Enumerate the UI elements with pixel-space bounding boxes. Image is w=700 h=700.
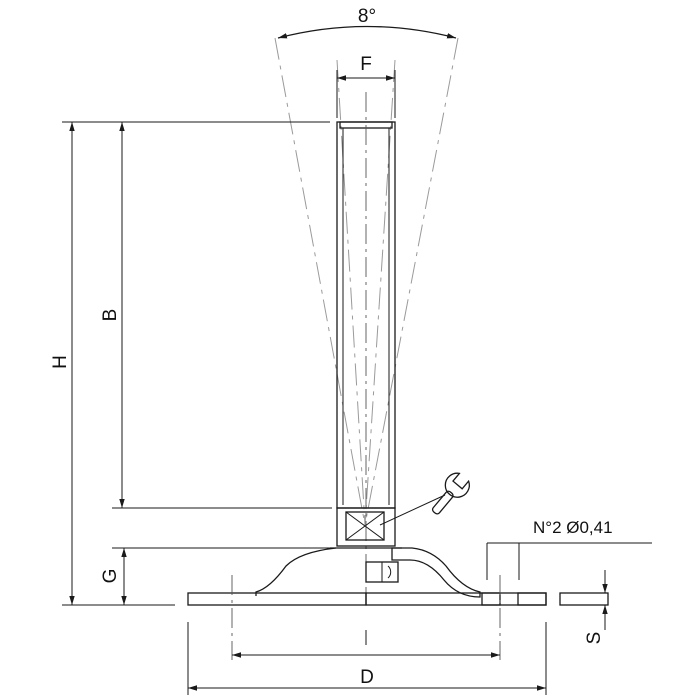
tilt-cone [274,37,459,526]
dimension-f-label: F [360,54,372,75]
hole-callout [486,542,652,580]
base-plate [187,575,609,660]
angle-label: 8° [358,6,376,27]
dimension-h-label: H [50,355,71,369]
base-cap [255,547,481,598]
dimension-g-label: G [100,569,121,584]
dimension-h [62,121,330,606]
wrench-icon [431,472,470,515]
hole-callout-label: N°2 Ø0,41 [533,518,613,537]
dimension-s-label: S [584,632,605,645]
dimension-d [187,622,547,695]
dimension-b-label: B [100,309,121,322]
dimension-f [336,70,396,118]
dimension-g [112,547,330,605]
hex-socket [336,507,396,547]
angle-arc [277,25,457,39]
dimension-b [112,122,332,509]
wrench-leader [379,494,446,526]
dimension-d-label: D [360,667,374,688]
